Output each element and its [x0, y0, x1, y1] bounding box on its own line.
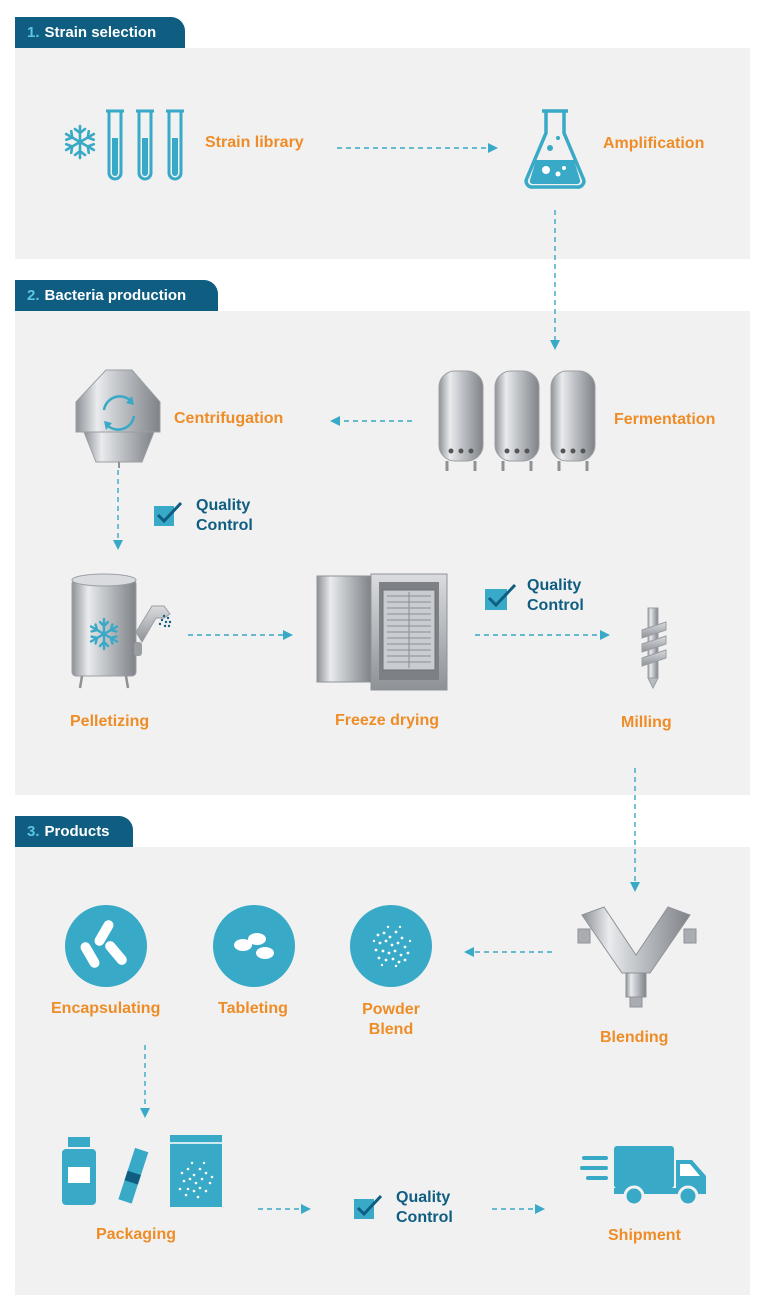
qc-line1: Quality [196, 497, 251, 514]
v-blender-icon [577, 906, 697, 1008]
pelletizer-icon [71, 573, 172, 689]
step-label-milling: Milling [621, 714, 672, 731]
step-label-pelletizing: Pelletizing [70, 713, 150, 730]
powder-blend-line1: Powder [362, 1001, 420, 1018]
quality-control-label: Quality Control [396, 1188, 453, 1228]
section-tab-bacteria-production: 2.Bacteria production [15, 280, 218, 311]
powder-icon [350, 905, 432, 987]
flask-icon [524, 109, 586, 189]
test-tubes-icon [106, 109, 184, 181]
section-title: Strain selection [44, 24, 157, 41]
step-label-centrifugation: Centrifugation [174, 410, 284, 427]
step-label-encapsulating: Encapsulating [51, 1000, 161, 1017]
qc-line2: Control [396, 1209, 453, 1226]
step-label-powder-blend: Powder Blend [356, 1000, 426, 1040]
step-label-amplification: Amplification [603, 135, 705, 152]
quality-control-label: Quality Control [196, 496, 253, 536]
step-label-blending: Blending [600, 1029, 669, 1046]
section-number: 3. [27, 823, 40, 840]
checkbox-icon [354, 1194, 383, 1219]
section-title: Bacteria production [44, 287, 187, 304]
section-number: 2. [27, 287, 40, 304]
step-label-tableting: Tableting [218, 1000, 288, 1017]
step-label-packaging: Packaging [96, 1226, 177, 1243]
powder-blend-line2: Blend [368, 1021, 414, 1038]
snowflake-icon [62, 124, 98, 160]
delivery-truck-icon [580, 1146, 706, 1207]
centrifuge-icon [75, 369, 161, 468]
qc-line2: Control [196, 517, 253, 534]
step-label-freeze-drying: Freeze drying [335, 712, 440, 729]
freeze-dryer-icon [316, 573, 448, 691]
section-title: Products [44, 823, 110, 840]
section-tab-products: 3.Products [15, 816, 133, 847]
quality-control-label: Quality Control [527, 576, 584, 616]
capsules-icon [65, 905, 147, 987]
qc-line1: Quality [396, 1189, 451, 1206]
qc-line2: Control [527, 597, 584, 614]
packaging-icon [62, 1135, 222, 1207]
step-label-fermentation: Fermentation [614, 411, 716, 428]
fermentation-tanks-icon [438, 369, 597, 473]
qc-line1: Quality [527, 577, 582, 594]
section-tab-strain-selection: 1.Strain selection [15, 17, 185, 48]
tablets-icon [213, 905, 295, 987]
checkbox-icon [485, 583, 517, 610]
step-label-strain-library: Strain library [205, 134, 304, 151]
checkbox-icon [154, 501, 183, 526]
mill-screw-icon [641, 607, 667, 690]
step-label-shipment: Shipment [608, 1227, 681, 1244]
section-number: 1. [27, 24, 40, 41]
